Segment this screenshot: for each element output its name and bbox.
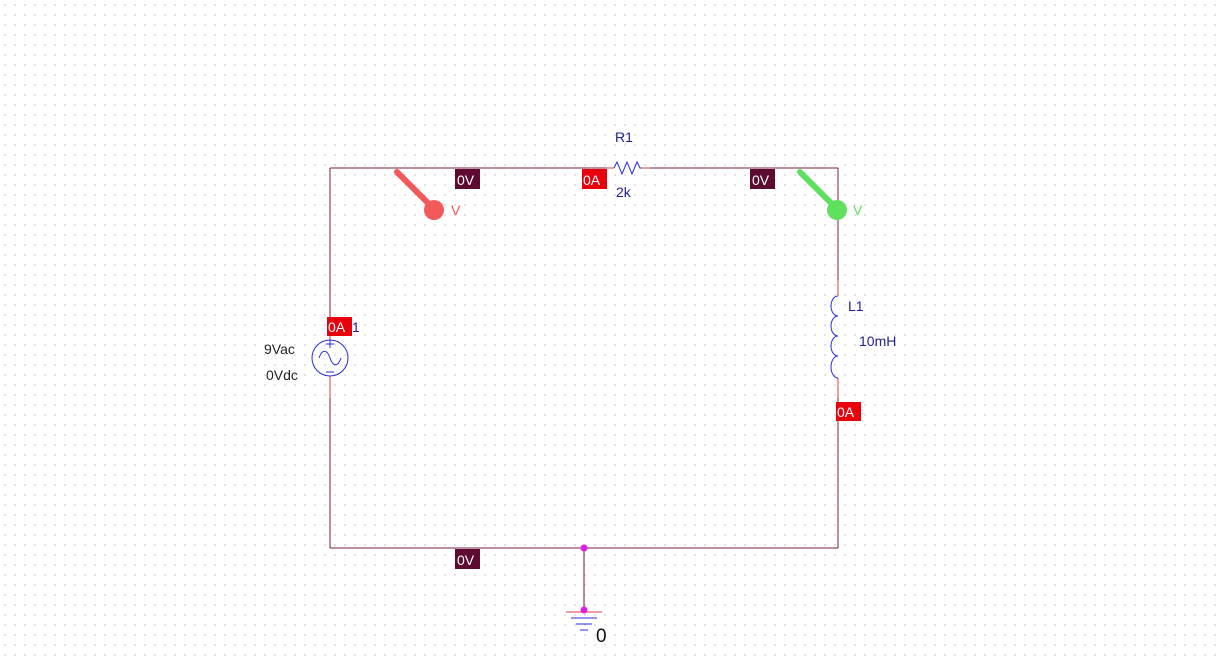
inductor-symbol [830, 295, 839, 379]
junction-dot [580, 544, 588, 552]
resistor-ref-label: R1 [615, 129, 633, 145]
voltage-badge-bg [750, 169, 775, 189]
voltage-badge-bg [455, 169, 480, 189]
voltage-marker-left[interactable]: V [394, 169, 461, 220]
ground[interactable]: 0 [566, 611, 607, 647]
resistor-symbol [613, 160, 642, 176]
voltage-badge-bg [455, 549, 480, 569]
voltage-badge-text: 0V [457, 552, 475, 568]
probe-right-shaft [797, 169, 834, 206]
current-badge-text: 0A [837, 404, 855, 420]
inductor-value-label: 10mH [859, 333, 896, 349]
current-badge-bg [582, 169, 607, 189]
probe-left-label: V [451, 202, 461, 218]
voltage-marker-right[interactable]: V [797, 169, 863, 220]
voltage-badge-bottom[interactable]: 0V [455, 549, 480, 569]
voltage-badge-text: 0V [752, 172, 770, 188]
current-badge-source[interactable]: 0A [327, 317, 352, 336]
probe-left-shaft [394, 169, 431, 206]
current-badge-bg [327, 317, 352, 336]
ground-label: 0 [596, 626, 607, 647]
inductor-l1[interactable]: L1 10mH [830, 295, 896, 379]
sine-wave-icon [318, 350, 342, 366]
voltage-badge-text: 0V [457, 172, 475, 188]
inductor-ref-label: L1 [848, 298, 864, 314]
ground-node-dot [580, 606, 588, 614]
source-offset-label: 0Vdc [266, 367, 298, 383]
probe-right-label: V [853, 202, 863, 218]
current-badge-text: 0A [328, 319, 346, 335]
wires [329, 167, 839, 608]
current-badge-inductor[interactable]: 0A [836, 402, 861, 421]
probe-left-head-icon [424, 200, 444, 220]
current-badge-bg [836, 402, 861, 421]
resistor-value-label: 2k [616, 184, 632, 200]
source-ref-suffix: 1 [352, 319, 360, 335]
ac-voltage-source[interactable]: 1 9Vac 0Vdc [264, 319, 360, 383]
current-badge-resistor[interactable]: 0A [582, 169, 607, 189]
current-badge-text: 0A [583, 172, 601, 188]
voltage-badge-top-right[interactable]: 0V [750, 169, 775, 189]
source-amplitude-label: 9Vac [264, 341, 295, 357]
resistor-r1[interactable]: R1 2k [613, 129, 642, 200]
voltage-badge-top-left[interactable]: 0V [455, 169, 480, 189]
pin-stubs [329, 167, 839, 398]
junctions [580, 544, 588, 614]
probe-right-head-icon [827, 200, 847, 220]
